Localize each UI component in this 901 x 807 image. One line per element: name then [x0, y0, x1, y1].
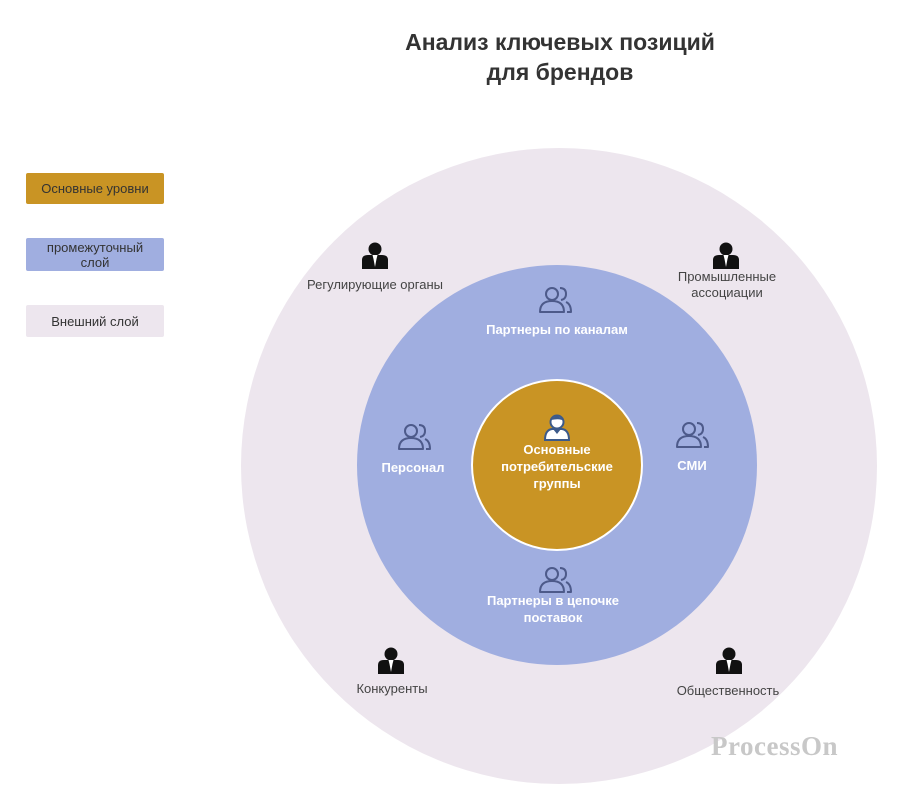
legend-core-level: Основные уровни: [26, 173, 164, 204]
legend-outer-layer: Внешний слой: [26, 305, 164, 337]
legend-outer-label: Внешний слой: [51, 313, 139, 329]
outer-item-public: Общественность: [677, 683, 780, 698]
watermark-logo: ProcessOn: [711, 731, 838, 761]
title-line-1: Анализ ключевых позиций: [405, 29, 715, 55]
outer-item-regulators: Регулирующие органы: [307, 277, 443, 292]
middle-item-supply-partners-line-2: поставок: [524, 610, 583, 625]
outer-item-competitors: Конкуренты: [356, 681, 427, 696]
middle-item-staff: Персонал: [381, 460, 444, 475]
core-label-line-1: Основные: [523, 442, 590, 457]
legend-core-label: Основные уровни: [41, 181, 149, 196]
diagram-title: Анализ ключевых позиций для брендов: [330, 27, 790, 87]
title-line-2: для брендов: [486, 59, 634, 85]
core-label-line-2: потребительские: [501, 459, 613, 474]
outer-item-associations-line-2: ассоциации: [691, 285, 763, 300]
legend-intermediate-layer: промежуточный слой: [26, 238, 164, 271]
middle-item-media: СМИ: [677, 458, 706, 473]
middle-item-supply-partners-line-1: Партнеры в цепочке: [487, 593, 619, 608]
outer-item-associations-line-1: Промышленные: [678, 269, 776, 284]
core-circle: [471, 379, 643, 551]
middle-item-channel-partners: Партнеры по каналам: [486, 322, 628, 337]
legend-intermediate-label-2: слой: [80, 254, 110, 270]
legend-intermediate-label-1: промежуточный: [46, 239, 144, 255]
core-label-line-3: группы: [533, 476, 580, 491]
